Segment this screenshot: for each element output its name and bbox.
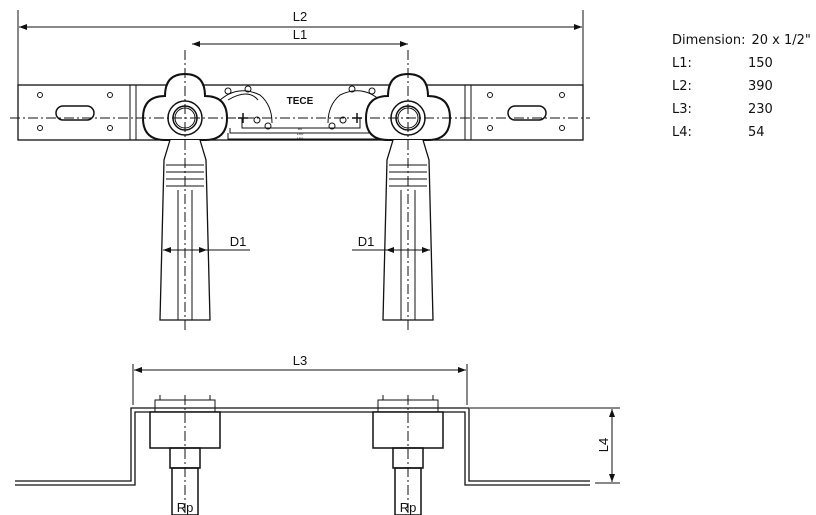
- spec-row: L1: 150: [672, 56, 811, 79]
- dimension-l2: L2: [17, 9, 584, 85]
- label-d1: D1: [230, 234, 247, 249]
- spec-value: 54: [748, 125, 765, 140]
- spec-label: L4:: [672, 125, 692, 140]
- spec-row: L2: 390: [672, 79, 811, 102]
- mounting-plate-side: [15, 407, 590, 486]
- spacing-mark: 150: [297, 136, 304, 141]
- spec-label: L2:: [672, 79, 692, 94]
- spec-value: 20 x 1/2": [751, 33, 811, 48]
- brand-logo: TECE: [287, 96, 314, 107]
- fitting-right-front: [364, 50, 452, 330]
- label-rp: Rp: [177, 500, 194, 515]
- spacing-mark: 80: [298, 126, 303, 131]
- spec-label: L3:: [672, 102, 692, 117]
- dimension-d1-right: D1: [352, 234, 430, 253]
- dimension-l4: L4: [470, 407, 620, 484]
- spec-row: L3: 230: [672, 102, 811, 125]
- spacing-mark: 100: [297, 131, 304, 136]
- label-l1: L1: [293, 27, 307, 42]
- spec-value: 150: [748, 56, 773, 71]
- spec-row: L4: 54: [672, 125, 811, 148]
- label-l2: L2: [293, 9, 307, 24]
- fitting-left-front: [141, 50, 229, 330]
- label-l3: L3: [293, 353, 307, 368]
- spec-value: 390: [748, 79, 773, 94]
- specs-table: Dimension: 20 x 1/2" L1: 150 L2: 390 L3: 230…: [672, 33, 811, 148]
- spec-value: 230: [748, 102, 773, 117]
- spec-row: Dimension: 20 x 1/2": [672, 33, 811, 56]
- spec-label: Dimension:: [672, 33, 746, 48]
- label-l4: L4: [596, 438, 611, 452]
- dimension-d1-left: D1: [163, 234, 250, 253]
- dimension-l1: L1: [192, 27, 408, 47]
- spec-label: L1:: [672, 56, 692, 71]
- dimension-l3: L3: [132, 353, 468, 405]
- fitting-right-side: Rp: [372, 395, 444, 515]
- fitting-left-side: Rp: [149, 395, 221, 515]
- mounting-plate-front: TECE 80 100 150: [17, 84, 584, 141]
- label-rp: Rp: [400, 500, 417, 515]
- label-d1: D1: [358, 234, 375, 249]
